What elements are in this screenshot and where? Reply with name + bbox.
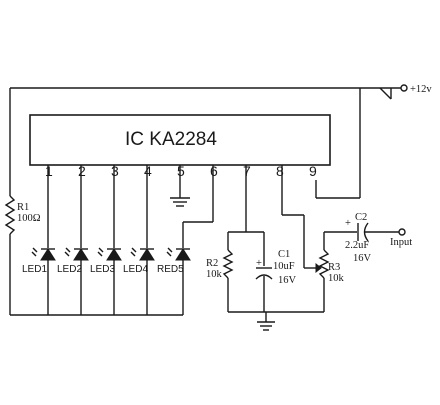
capacitor-c2 [324,222,399,242]
input-label: Input [390,237,412,248]
pin7-network [222,165,324,331]
pin-number-1: 1 [45,163,53,179]
c1-ref-label: C1 [278,249,290,260]
potentiometer-r3 [281,165,330,312]
c2-polarity-label: + [345,218,351,229]
led-column-5 [166,165,214,315]
led-label-1: LED1 [22,264,47,275]
supply-label: +12v [410,84,432,95]
r2-value-label: 10k [206,269,223,280]
c1-voltage-label: 16V [278,275,297,286]
pin-number-4: 4 [144,163,152,179]
led-column-2 [64,165,89,315]
r1-ref-label: R1 [17,202,29,213]
ic-title: IC KA2284 [125,129,217,150]
c2-voltage-label: 16V [353,253,372,264]
c2-value-label: 2.2uF [345,240,369,251]
led-label-5: RED5 [157,264,184,275]
r2-ref-label: R2 [206,258,218,269]
pin-number-3: 3 [111,163,119,179]
c1-polarity-label: + [256,258,262,269]
c1-value-label: 10uF [273,261,295,272]
pin-number-5: 5 [177,163,185,179]
r3-ref-label: R3 [328,262,340,273]
led-label-2: LED2 [57,264,82,275]
ground-symbol-pin5 [170,165,190,207]
led-label-3: LED3 [90,264,115,275]
pin-number-2: 2 [78,163,86,179]
c2-ref-label: C2 [355,212,367,223]
r1-value-label: 100Ω [17,213,41,224]
pin-number-7: 7 [243,163,251,179]
resistor-r1 [4,195,16,315]
led-column-1 [31,165,56,315]
pin-number-9: 9 [309,163,317,179]
pin-number-6: 6 [210,163,218,179]
supply-terminal [400,84,408,92]
supply-rail [9,87,401,199]
led-column-3 [97,165,122,315]
r3-value-label: 10k [328,273,345,284]
pin-number-8: 8 [276,163,284,179]
led-label-4: LED4 [123,264,148,275]
input-terminal [398,228,406,236]
led-column-4 [130,165,155,315]
